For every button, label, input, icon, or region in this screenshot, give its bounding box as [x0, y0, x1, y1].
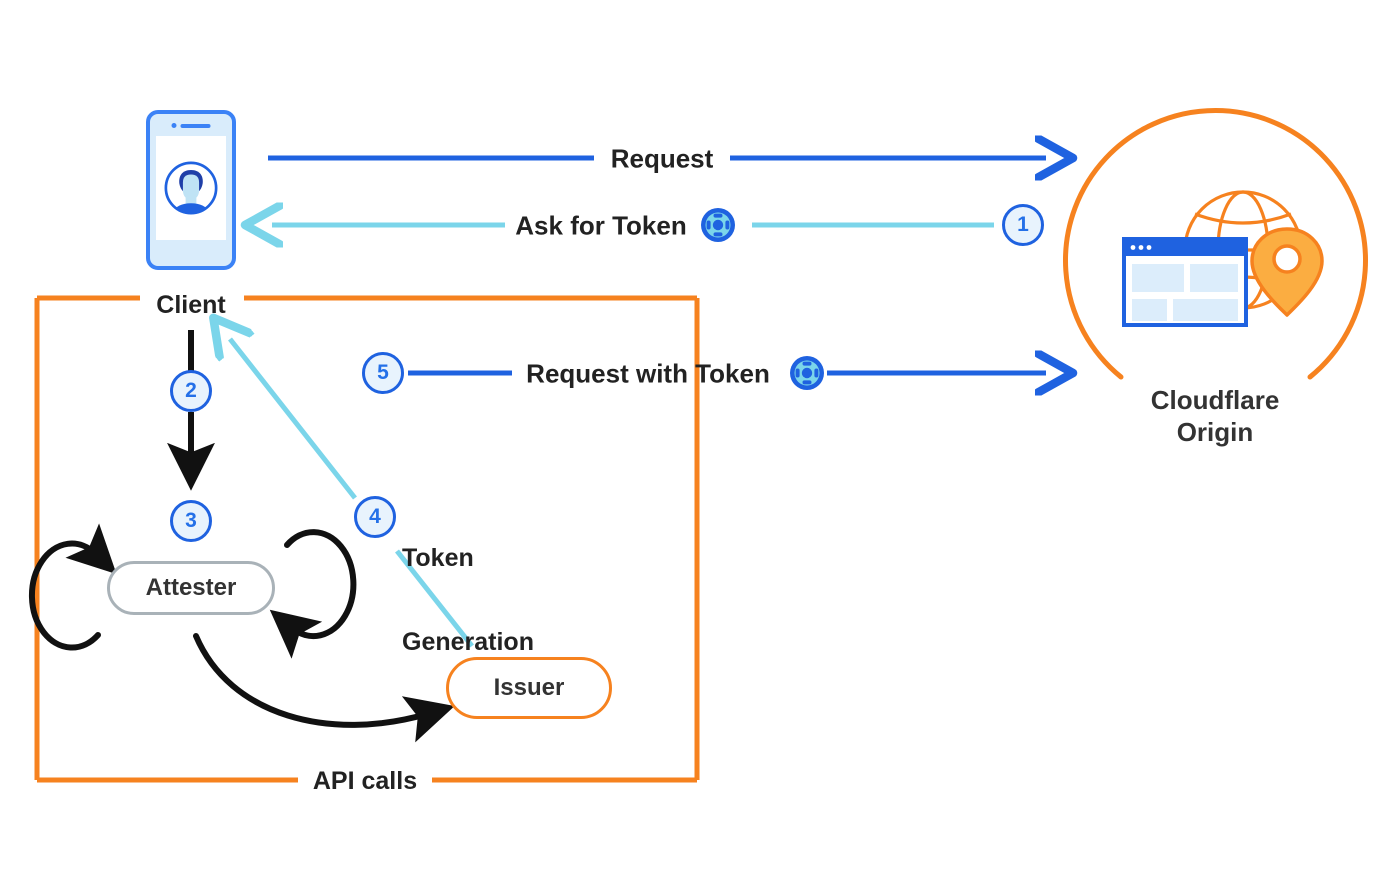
step-badge-1: 1: [1002, 204, 1044, 246]
client-device-icon: [146, 110, 236, 270]
step-badge-2: 2: [170, 370, 212, 412]
token-generation-line1: Token: [402, 544, 474, 572]
step-badge-3-text: 3: [185, 509, 197, 532]
step-badge-4: 4: [354, 496, 396, 538]
api-calls-boundary: [34, 295, 700, 783]
issuer-node: Issuer: [446, 657, 612, 719]
step-badge-4-text: 4: [369, 505, 381, 528]
token-generation-line2: Generation: [402, 628, 534, 656]
step-badge-3: 3: [170, 500, 212, 542]
flow-token-generation-arrow: [230, 339, 474, 648]
origin-label: Cloudflare Origin: [1151, 385, 1280, 448]
step-badge-5: 5: [362, 352, 404, 394]
origin-ring: [1063, 108, 1368, 380]
flow-label-request-with-token: Request with Token: [526, 358, 770, 389]
issuer-label: Issuer: [493, 674, 565, 701]
step-badge-2-text: 2: [185, 379, 197, 402]
origin-label-line2: Origin: [1176, 416, 1254, 447]
token-icon-request-with-token: [788, 354, 826, 392]
api-calls-label: API calls: [312, 767, 418, 795]
step-badge-5-text: 5: [377, 361, 389, 384]
phone-speaker-icon: [171, 123, 211, 128]
origin-label-line1: Cloudflare: [1150, 385, 1280, 415]
token-icon-ask-for-token: [699, 206, 737, 244]
user-avatar-icon: [164, 161, 218, 215]
attester-node: Attester: [107, 561, 275, 615]
origin-illustration: [1122, 190, 1324, 327]
phone-screen: [156, 136, 226, 240]
attester-label: Attester: [145, 574, 237, 601]
flow-label-token-generation: Token Generation: [402, 488, 534, 712]
flow-label-ask-for-token: Ask for Token: [515, 210, 687, 241]
flow-attestation-loop: [28, 523, 455, 743]
step-badge-1-text: 1: [1017, 213, 1029, 236]
flow-label-request: Request: [610, 143, 714, 174]
client-label: Client: [156, 291, 226, 319]
